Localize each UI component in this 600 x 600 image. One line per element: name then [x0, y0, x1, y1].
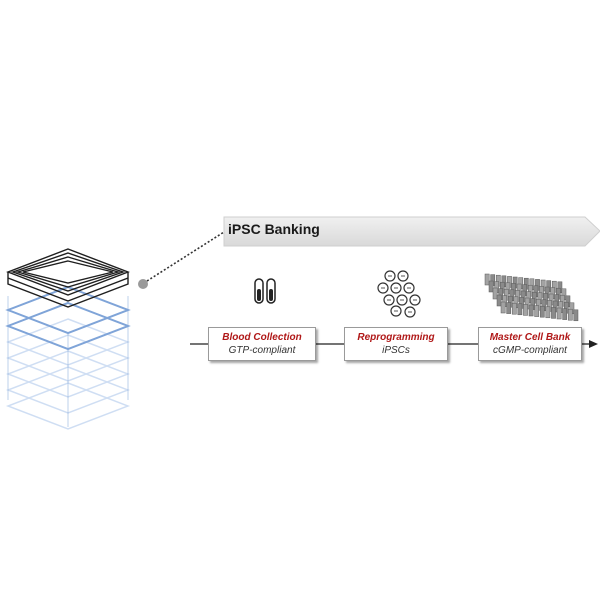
vial	[517, 303, 523, 316]
vial-rack-icon	[484, 273, 579, 322]
connector-dot	[138, 279, 148, 289]
vial	[573, 309, 579, 322]
vial	[506, 302, 512, 314]
vial	[528, 304, 534, 317]
banner-shape	[223, 216, 600, 247]
vial	[534, 305, 540, 317]
banner-title: iPSC Banking	[228, 221, 320, 237]
vial	[556, 307, 562, 320]
vial	[567, 308, 573, 321]
step-box-master-cell-bank: Master Cell Bank cGMP-compliant	[478, 327, 582, 361]
vial	[500, 301, 506, 314]
vial	[488, 280, 494, 293]
step-box-blood-collection: Blood Collection GTP-compliant	[208, 327, 316, 361]
vial	[484, 273, 490, 286]
step-title: Blood Collection	[222, 332, 302, 343]
timeline-arrowhead	[589, 340, 598, 348]
cells-cluster-icon	[377, 270, 421, 318]
step-title: Reprogramming	[357, 332, 435, 343]
blood-tubes-icon	[254, 278, 276, 304]
step-subtitle: GTP-compliant	[228, 345, 296, 356]
vial	[523, 304, 528, 316]
step-title: Master Cell Bank	[489, 332, 571, 343]
culture-plate-stack-icon	[5, 248, 131, 430]
dotted-connector	[146, 231, 225, 282]
vial	[511, 302, 517, 315]
vial	[545, 306, 551, 319]
vial	[492, 287, 498, 300]
vial	[539, 305, 545, 318]
vial	[562, 308, 568, 320]
step-box-reprogramming: Reprogramming iPSCs	[344, 327, 448, 361]
step-subtitle: cGMP-compliant	[493, 345, 567, 356]
vial	[496, 294, 502, 307]
step-subtitle: iPSCs	[382, 345, 410, 356]
vial	[551, 307, 556, 319]
